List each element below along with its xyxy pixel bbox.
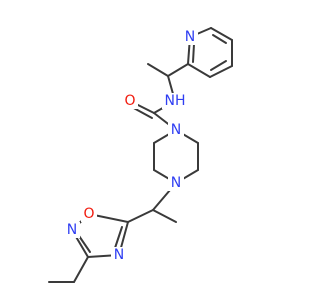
ch-to-oxadiazole-bond	[127, 209, 154, 223]
svg-text:O: O	[83, 206, 94, 222]
oxadiazole-oxygen-atom: O	[81, 206, 97, 222]
pyridine-nitrogen-atom: N	[182, 29, 198, 45]
oxadiazole-nitrogen-bottom-atom: N	[111, 247, 127, 263]
svg-text:NH: NH	[165, 93, 186, 109]
svg-text:N: N	[114, 247, 124, 263]
carbonyl-oxygen-atom: O	[122, 93, 138, 109]
svg-text:O: O	[124, 93, 135, 109]
piperazine-nitrogen-top-atom: N	[168, 122, 184, 138]
atom-label-layer: N NH O N N O N N	[64, 29, 198, 263]
bond-layer	[48, 27, 233, 283]
pyridine-ring-bond	[187, 63, 211, 78]
piperazine-nitrogen-bottom-atom: N	[168, 175, 184, 191]
oxadiazole-nitrogen-left-atom: N	[64, 222, 80, 238]
svg-text:N: N	[67, 222, 77, 238]
amide-nh-atom: NH	[162, 93, 188, 109]
chiral-ch-to-pyridine-bond	[167, 63, 189, 77]
pyridine-ring-bond	[210, 27, 233, 41]
pyridine-ring-bond	[209, 65, 233, 78]
pyridine-double-bond-inner	[192, 43, 195, 63]
ch-methyl-bond	[152, 209, 177, 223]
svg-text:N: N	[185, 29, 195, 45]
chiral-ch-methyl-bond	[147, 63, 169, 77]
svg-text:N: N	[171, 122, 181, 138]
pyridine-double-bond-inner	[210, 60, 227, 71]
svg-text:N: N	[171, 175, 181, 191]
pyridine-double-bond-inner	[212, 34, 227, 44]
molecule-structure-diagram: N NH O N N O N N	[48, 27, 233, 283]
ethyl-ch2-bond	[73, 256, 89, 283]
